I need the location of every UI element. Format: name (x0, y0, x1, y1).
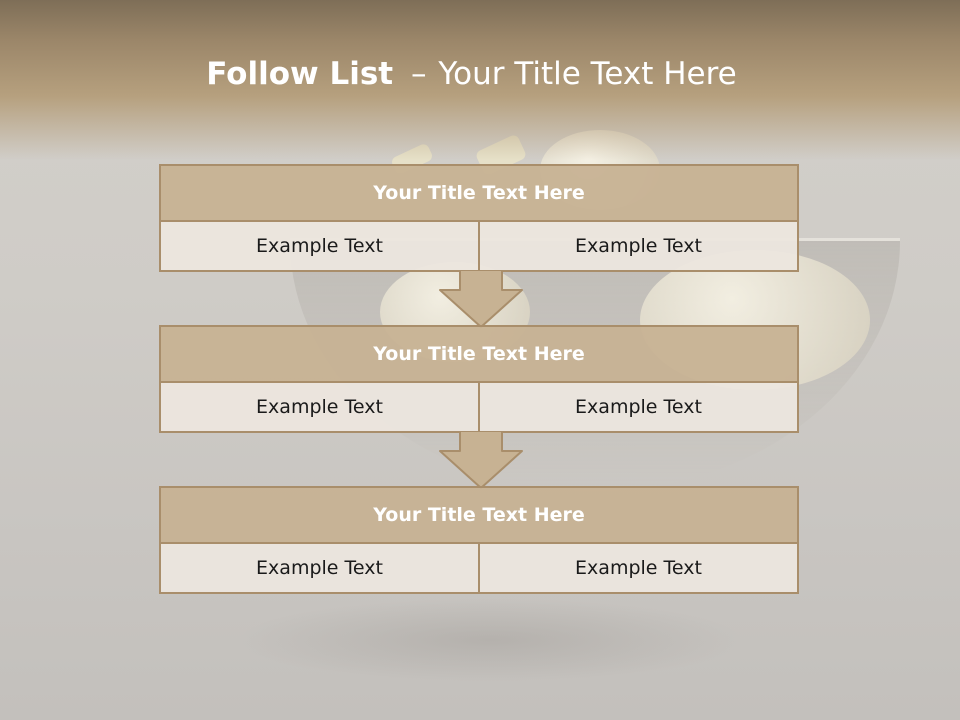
title-banner (0, 0, 960, 160)
step-card-3: Your Title Text Here Example Text Exampl… (159, 486, 799, 594)
step-title: Your Title Text Here (161, 327, 797, 383)
step-row: Example Text Example Text (161, 544, 797, 592)
step-left-text: Example Text (161, 222, 478, 270)
step-row: Example Text Example Text (161, 383, 797, 431)
step-card-1: Your Title Text Here Example Text Exampl… (159, 164, 799, 272)
step-right-text: Example Text (478, 383, 797, 431)
step-right-text: Example Text (478, 222, 797, 270)
step-title: Your Title Text Here (161, 166, 797, 222)
down-arrow-icon (439, 431, 523, 489)
down-arrow-icon (439, 270, 523, 328)
title-separator: – (410, 56, 427, 92)
step-title: Your Title Text Here (161, 488, 797, 544)
step-row: Example Text Example Text (161, 222, 797, 270)
title-rest-text: Your Title Text Here (438, 56, 737, 92)
step-right-text: Example Text (478, 544, 797, 592)
step-card-2: Your Title Text Here Example Text Exampl… (159, 325, 799, 433)
step-left-text: Example Text (161, 383, 478, 431)
title-bold-text: Follow List (206, 56, 394, 92)
slide-title: Follow List – Your Title Text Here (0, 56, 943, 92)
step-left-text: Example Text (161, 544, 478, 592)
